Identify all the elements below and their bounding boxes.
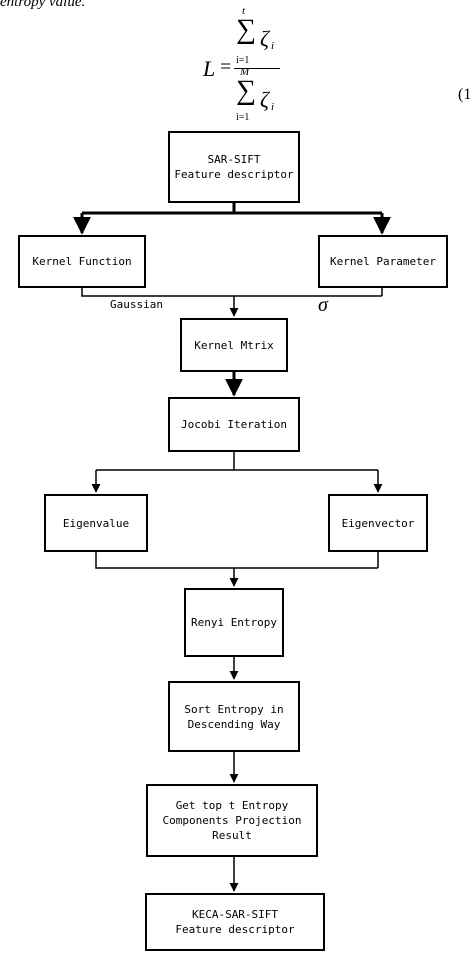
node-eigenvalue: Eigenvalue <box>44 494 148 552</box>
equation-equals: = <box>220 56 232 78</box>
node-sar-sift-descriptor: SAR-SIFT Feature descriptor <box>168 131 300 203</box>
node-sort-entropy: Sort Entropy in Descending Way <box>168 681 300 752</box>
denominator-lower-limit: i=1 <box>236 112 250 123</box>
gaussian-label: Gaussian <box>110 298 163 311</box>
node-jacobi-iteration: Jocobi Iteration <box>168 397 300 452</box>
equation-lhs: L <box>203 56 216 81</box>
node-renyi-entropy: Renyi Entropy <box>184 588 284 657</box>
denominator-upper-limit: M <box>240 66 250 78</box>
node-kernel-matrix: Kernel Mtrix <box>180 318 288 372</box>
numerator-upper-limit: t <box>242 5 246 17</box>
denominator-term: ζ <box>260 87 269 112</box>
numerator-term: ζ <box>260 26 269 51</box>
numerator-sigma: ∑ <box>236 14 256 45</box>
numerator-lower-limit: i=1 <box>236 55 250 66</box>
node-kernel-function: Kernel Function <box>18 235 146 288</box>
denominator-subscript: i <box>271 101 275 113</box>
node-kernel-parameter: Kernel Parameter <box>318 235 448 288</box>
fraction-bar <box>234 68 280 69</box>
node-top-t-projection: Get top t Entropy Components Projection … <box>146 784 318 857</box>
sigma-label: σ <box>318 294 328 316</box>
numerator-subscript: i <box>271 40 275 52</box>
node-keca-sar-sift-descriptor: KECA-SAR-SIFT Feature descriptor <box>145 893 325 951</box>
denominator-sigma: ∑ <box>236 75 256 106</box>
equation-number: (1 <box>458 86 472 103</box>
node-eigenvector: Eigenvector <box>328 494 428 552</box>
caption-fragment: entropy value. <box>0 0 86 10</box>
